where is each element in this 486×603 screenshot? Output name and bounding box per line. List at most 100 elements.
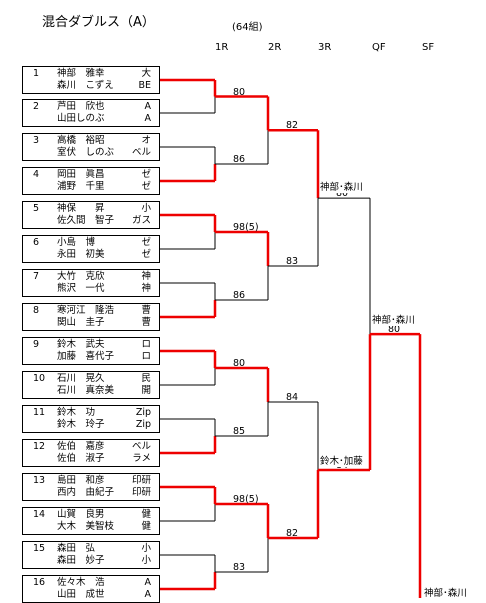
seed: 3 [33,135,40,146]
match-score: 82 [286,528,299,539]
club-name: 民 [141,373,151,384]
player-name: 鈴木 武夫 [57,339,105,350]
club-name: 健 [141,509,151,520]
draw-entry: 13 島田 和彦西内 由紀子 印研印研 [22,473,160,501]
match-score: 86 [233,290,246,301]
seed: 5 [33,203,40,214]
match-score: 84 [286,392,299,403]
page-title: 混合ダブルス（A） [42,15,155,30]
club-name: オ [141,135,151,146]
draw-entry: 12 佐伯 嘉彦佐伯 淑子 ベルラメ [22,439,160,467]
player-name: 大木 美智枝 [57,521,115,532]
club-name: 神 [141,271,151,282]
player-name: 山田しのぶ [57,113,105,124]
club-name: ベル [131,441,151,452]
player-name: 森川 こずえ [57,80,114,91]
match-winner-name: 鈴木･加藤 [320,453,363,467]
club-name: ゼ [141,181,151,192]
round-header-2r: 2R [268,42,282,53]
draw-entry: 10 石川 晃久石川 真奈美 民開 [22,371,160,399]
player-name: 芦田 欣也 [57,101,105,112]
player-name: 永田 初美 [57,249,105,260]
player-name: 小島 博 [57,237,96,248]
club-name: ラメ [132,453,151,464]
player-name: 森田 弘 [57,543,96,554]
club-name: 小 [141,543,151,554]
seed: 4 [33,169,40,180]
seed: 13 [33,475,46,486]
player-name: 山賀 良男 [57,509,105,520]
player-name: 森田 妙子 [57,555,105,566]
club-name: A [144,589,152,600]
player-name: 佐々木 浩 [57,577,105,588]
seed: 11 [33,407,46,418]
player-name: 西内 由紀子 [57,487,115,498]
round-header-1r: 1R [215,42,229,53]
club-name: ゼ [141,237,151,248]
club-name: ゼ [141,169,151,180]
player-name: 室伏 しのぶ [57,147,115,158]
club-name: A [144,113,152,124]
match-winner-name: 神部･森川 [320,179,363,193]
seed: 12 [33,441,46,452]
player-name: 高橋 裕昭 [57,135,105,146]
draw-size-label: (64組) [232,22,263,33]
club-name: 印研 [131,475,151,486]
club-name: 健 [141,521,151,532]
seed: 14 [33,509,46,520]
seed: 9 [33,339,40,350]
club-name: ロ [141,339,151,350]
seed: 8 [33,305,40,316]
match-score: 83 [233,562,246,573]
round-header-3r: 3R [318,42,332,53]
club-name: ガス [131,215,151,226]
player-name: 佐伯 淑子 [57,453,105,464]
seed: 15 [33,543,46,554]
seed: 10 [33,373,46,384]
club-name: 神 [141,283,151,294]
player-name: 浦野 千里 [57,181,105,192]
club-name: BE [138,80,151,91]
match-winner-name: 神部･森川 [424,585,467,599]
club-name: 小 [141,555,151,566]
club-name: 開 [141,385,151,396]
draw-entry: 3 高橋 裕昭室伏 しのぶ オベル [22,133,160,161]
club-name: ベル [131,147,151,158]
player-name: 石川 晃久 [57,373,105,384]
player-name: 大竹 克欣 [57,271,105,282]
player-name: 石川 真奈美 [57,385,115,396]
seed: 7 [33,271,40,282]
draw-entry: 6 小島 博永田 初美 ゼゼ [22,235,160,263]
club-name: 曹 [141,305,151,316]
match-winner-name: 神部･森川 [372,312,415,326]
player-name: 関山 圭子 [57,317,105,328]
match-score: 82 [286,120,299,132]
round-header-qf: QF [372,42,386,53]
player-name: 島田 和彦 [57,475,105,486]
player-name: 寒河江 隆浩 [57,305,115,316]
round-header-sf: SF [422,42,435,53]
club-name: 小 [141,203,151,214]
player-name: 佐伯 嘉彦 [57,441,105,452]
seed: 2 [33,101,40,112]
match-score: 83 [286,256,299,267]
seed: 6 [33,237,40,248]
draw-entry: 14 山賀 良男大木 美智枝 健健 [22,507,160,535]
club-name: ゼ [141,249,151,260]
draw-entry: 15 森田 弘森田 妙子 小小 [22,541,160,569]
club-name: A [144,577,152,588]
player-name: 鈴木 玲子 [57,419,105,430]
match-score: 98(5) [233,222,259,233]
match-score: 80 [388,324,401,336]
club-name: 印研 [131,487,151,498]
club-name: 大 [141,68,151,79]
player-name: 佐久間 智子 [57,215,115,226]
player-name: 鈴木 功 [57,407,96,418]
